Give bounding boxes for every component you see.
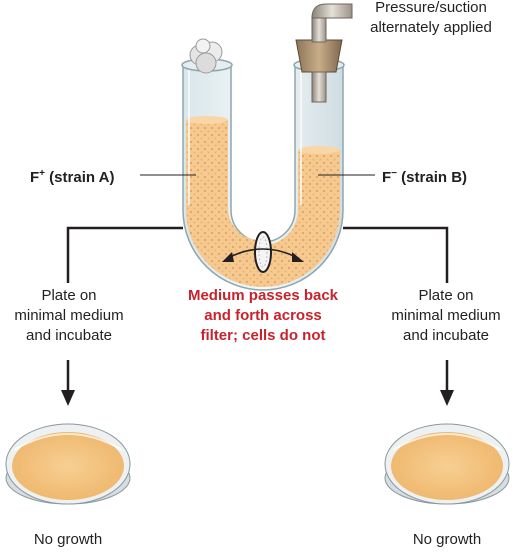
right-result-label: No growth: [412, 531, 482, 548]
filter-explanation: Medium passes back and forth across filt…: [153, 286, 373, 346]
filter-explanation-line1: Medium passes back: [187, 287, 339, 304]
right-petri-dish: [384, 423, 510, 505]
cotton-plug: [189, 38, 223, 74]
strain-a-prefix: F: [30, 169, 40, 186]
left-plate-instructions: Plate on minimal medium and incubate: [0, 286, 138, 346]
pressure-label-line2: alternately applied: [370, 19, 492, 36]
filter-disc: [254, 231, 272, 273]
filter-explanation-line2: and forth across: [204, 307, 322, 324]
right-plate-line1: Plate on: [418, 287, 474, 304]
strain-a-label: F+ (strain A): [30, 164, 114, 188]
strain-a-suffix: (strain A): [45, 169, 115, 186]
pressure-label: Pressure/suction alternately applied: [356, 0, 506, 38]
right-plate-instructions: Plate on minimal medium and incubate: [376, 286, 516, 346]
left-result-label: No growth: [33, 531, 103, 548]
left-plate-line2: minimal medium: [14, 307, 124, 324]
right-plate-line3: and incubate: [403, 327, 489, 344]
strain-b-label: F− (strain B): [382, 164, 467, 188]
right-connector: [343, 226, 449, 283]
filter-explanation-line3: filter; cells do not: [200, 327, 326, 344]
left-plate-line3: and incubate: [26, 327, 112, 344]
strain-b-suffix: (strain B): [397, 169, 468, 186]
strain-b-sup: −: [391, 168, 398, 179]
strain-b-prefix: F: [382, 169, 392, 186]
stopper-with-tube: [295, 3, 353, 103]
left-petri-dish: [5, 423, 131, 505]
flow-arrows: [222, 248, 304, 262]
right-plate-line2: minimal medium: [391, 307, 501, 324]
left-down-arrow: [61, 360, 75, 406]
strain-a-sup: +: [39, 168, 46, 179]
left-plate-line1: Plate on: [41, 287, 97, 304]
left-connector: [66, 226, 183, 283]
right-down-arrow: [440, 360, 454, 406]
pressure-label-line1: Pressure/suction: [375, 0, 487, 16]
u-tube: [181, 58, 345, 291]
